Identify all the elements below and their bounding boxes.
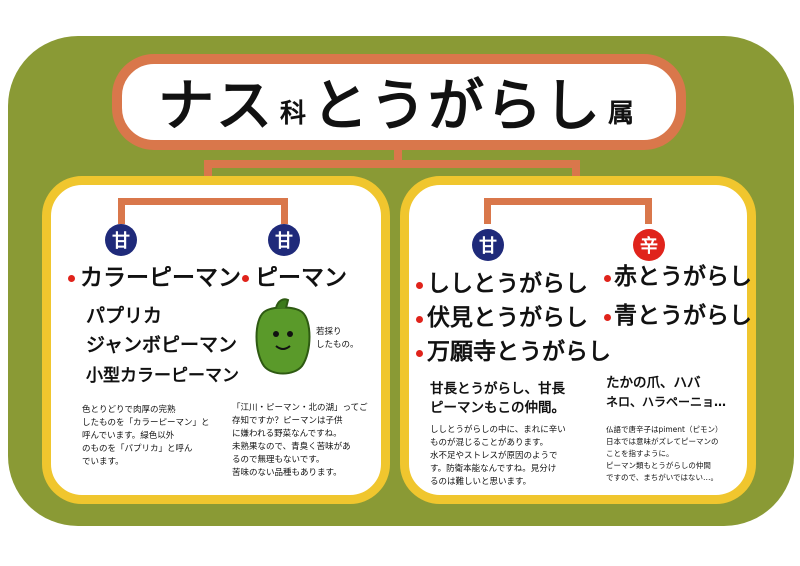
title-family-suffix: 科 [279, 99, 306, 129]
alias-name: ジャンボピーマン [86, 334, 238, 356]
connector-bar [204, 160, 580, 168]
sweet-badge: 甘 [472, 229, 504, 261]
variety-description: 「江川・ピーマン・北の湖」ってご 存知ですか？ピーマンは子供 に嫌われる野菜なん… [232, 403, 368, 478]
title-family: ナス [157, 74, 274, 139]
left-inner-drop-1 [118, 198, 125, 224]
right-inner-drop-1 [484, 198, 491, 224]
title-frame [112, 54, 686, 150]
right-inner-drop-2 [645, 198, 652, 224]
variety-name: カラーピーマン [80, 265, 241, 291]
bullet-dot [416, 282, 423, 289]
alias-name: 小型カラーピーマン [86, 366, 239, 386]
connector-trunk [394, 146, 402, 168]
hot-badge: 辛 [633, 229, 665, 261]
variety-name: 赤とうがらし [614, 264, 752, 290]
bullet-dot [242, 275, 249, 282]
sweet-badge: 甘 [268, 224, 300, 256]
bullet-dot [416, 316, 423, 323]
variety-name: 青とうがらし [614, 303, 752, 329]
title-genus-suffix: 属 [608, 99, 635, 129]
variety-description: 仏語で唐辛子はpiment（ピモン） 日本では意味がズレてピーマンの ことを指す… [606, 425, 723, 482]
alias-name: パプリカ [86, 305, 163, 327]
sweet-badge: 甘 [105, 224, 137, 256]
variety-description: 色とりどりで肉厚の完熟 したものを「カラーピーマン」と 呼んでいます。緑色以外 … [82, 405, 210, 467]
green-pepper-illustration [255, 298, 311, 375]
title-genus: とうがらし [312, 74, 602, 139]
illustration-note: 若採り したもの。 [316, 327, 359, 350]
related-varieties: 甘長とうがらし、甘長 ピーマンもこの仲間。 [430, 381, 565, 416]
variety-name: 万願寺とうがらし [427, 339, 611, 365]
page-title: ナス 科 とうがらし 属 [112, 54, 686, 150]
variety-description: ししとうがらしの中に、まれに辛い ものが混じることがあります。 水不足やストレス… [430, 425, 566, 487]
variety-name: 伏見とうがらし [427, 305, 588, 331]
variety-name: ピーマン [255, 265, 347, 291]
right-inner-bar [484, 198, 652, 205]
left-inner-drop-2 [281, 198, 288, 224]
chili-pepper-panel [400, 176, 756, 504]
sweet-pepper-panel [42, 176, 390, 504]
bullet-dot [68, 275, 75, 282]
variety-name: ししとうがらし [427, 271, 588, 297]
related-varieties: たかの爪、ハバ ネロ、ハラペーニョ… [606, 375, 727, 409]
left-inner-bar [118, 198, 288, 205]
bullet-dot [604, 314, 611, 321]
bullet-dot [604, 275, 611, 282]
bullet-dot [416, 350, 423, 357]
